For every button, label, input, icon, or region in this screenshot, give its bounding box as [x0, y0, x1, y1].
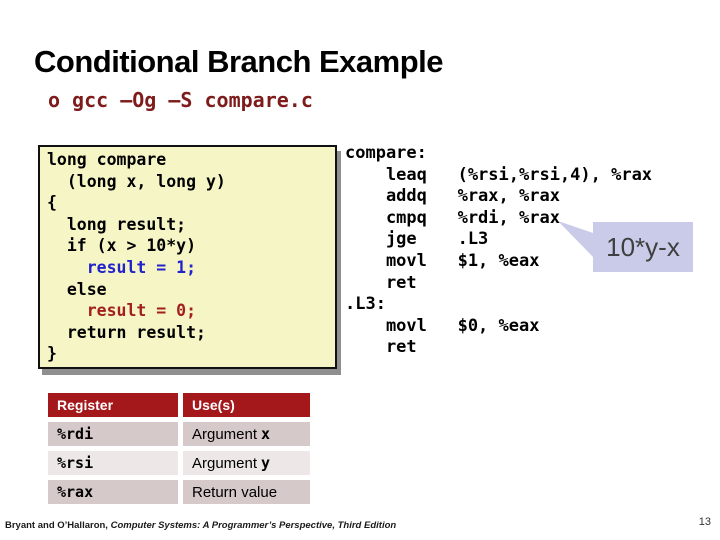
page-number: 13 [698, 516, 711, 528]
gcc-command: gcc –Og –S compare.c [72, 88, 313, 112]
callout-label: 10*y-x [606, 231, 680, 262]
table-header-uses: Use(s) [183, 393, 310, 417]
table-header-register: Register [48, 393, 178, 417]
gcc-command-line: o gcc –Og –S compare.c [48, 88, 313, 112]
code-line: long compare [47, 150, 167, 169]
code-line: } [47, 344, 57, 364]
assembly-line: .L3: [345, 294, 386, 315]
code-line-highlight-red: result = 0; [47, 301, 197, 321]
code-line: if (x > 10*y) [47, 236, 197, 256]
assembly-line: leaq (%rsi,%rsi,4), %rax [345, 164, 653, 185]
use-label: Return value [192, 483, 278, 501]
assembly-line: compare: [345, 143, 427, 163]
table-cell-register: %rdi [48, 422, 178, 446]
assembly-line: ret [345, 272, 417, 293]
footer-attribution: Bryant and O’Hallaron, Computer Systems:… [5, 520, 396, 531]
table-cell-use: Return value [183, 480, 310, 504]
code-line: (long x, long y) [47, 171, 226, 191]
code-line: long result; [47, 214, 187, 234]
table-cell-register: %rax [48, 480, 178, 504]
assembly-line: movl $0, %eax [345, 315, 540, 336]
assembly-line: movl $1, %eax [345, 250, 540, 271]
c-code-box: long compare (long x, long y) { long res… [38, 145, 337, 369]
code-line-highlight-blue: result = 1; [47, 257, 197, 277]
footer-book-title: Computer Systems: A Programmer’s Perspec… [110, 520, 397, 531]
use-label: Argument [192, 425, 258, 443]
page-title: Conditional Branch Example [34, 44, 444, 79]
table-cell-register: %rsi [48, 451, 178, 475]
assembly-line: cmpq %rdi, %rax [345, 207, 560, 228]
assembly-line: jge .L3 [345, 229, 489, 250]
code-line: else [47, 279, 107, 299]
use-variable: x [261, 425, 271, 443]
assembly-line: addq %rax, %rax [345, 186, 560, 207]
code-line: { [47, 193, 57, 213]
assembly-listing: compare: leaq (%rsi,%rsi,4), %rax addq %… [345, 143, 652, 359]
bullet-marker: o [48, 88, 61, 112]
assembly-line: ret [345, 337, 417, 358]
callout-tail [558, 221, 596, 260]
code-line: return result; [47, 322, 206, 342]
use-label: Argument [192, 454, 258, 472]
use-variable: y [261, 454, 271, 472]
footer-authors: Bryant and O’Hallaron, [5, 520, 111, 531]
callout-bubble: 10*y-x [593, 222, 693, 272]
